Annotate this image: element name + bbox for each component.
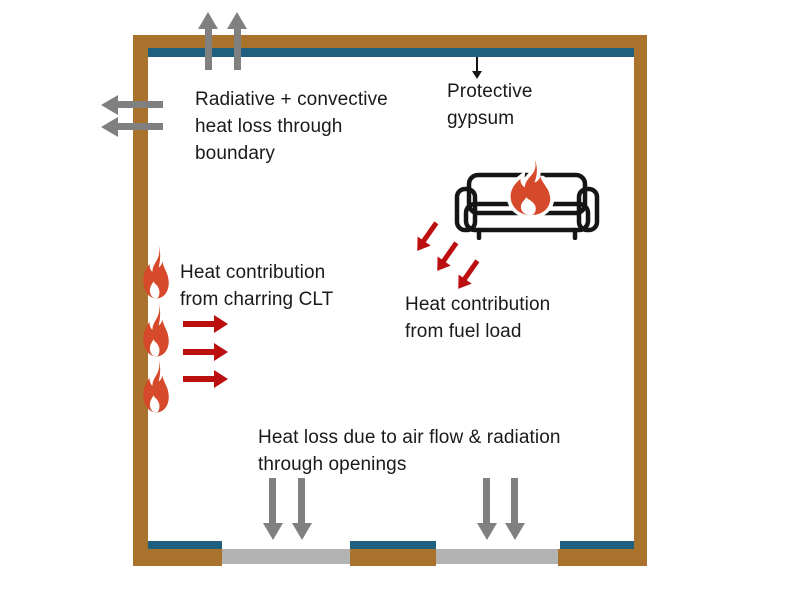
left-arrow-icon bbox=[101, 95, 163, 115]
down-left-arrow-icon bbox=[410, 218, 444, 256]
flame-icon bbox=[511, 159, 551, 216]
flame-icon bbox=[139, 301, 173, 359]
floor-gypsum-middle bbox=[350, 541, 436, 549]
left-arrow-icon bbox=[101, 117, 163, 137]
down-arrow-icon bbox=[505, 478, 525, 540]
up-arrow-icon bbox=[227, 12, 247, 70]
up-arrow-icon bbox=[198, 12, 218, 70]
down-arrow-icon bbox=[477, 478, 497, 540]
down-arrow-icon bbox=[292, 478, 312, 540]
flame-icon bbox=[139, 357, 173, 415]
fuel-load-heat-label: Heat contribution from fuel load bbox=[405, 294, 551, 342]
floor-gypsum-right bbox=[560, 541, 634, 549]
burning-sofa-icon bbox=[452, 156, 602, 240]
wall-left bbox=[133, 35, 148, 566]
charring-clt-heat-label: Heat contribution from charring CLT bbox=[180, 262, 334, 310]
right-arrow-icon bbox=[183, 343, 228, 361]
ceiling-gypsum-layer bbox=[148, 48, 634, 57]
right-arrow-icon bbox=[183, 370, 228, 388]
floor-gypsum-left bbox=[148, 541, 222, 549]
right-arrow-icon bbox=[183, 315, 228, 333]
down-arrow-icon bbox=[263, 478, 283, 540]
wall-bottom-left bbox=[133, 549, 222, 566]
boundary-heat-loss-label: Radiative + convective heat loss through… bbox=[195, 89, 388, 164]
wall-bottom-middle bbox=[350, 549, 436, 566]
flame-icon bbox=[139, 243, 173, 301]
opening-left bbox=[222, 549, 350, 564]
protective-gypsum-label: Protective gypsum bbox=[447, 81, 533, 129]
openings-heat-loss-label: Heat loss due to air flow & radiation th… bbox=[258, 427, 561, 475]
wall-top bbox=[133, 35, 647, 48]
down-left-arrow-icon bbox=[430, 238, 464, 276]
opening-right bbox=[436, 549, 558, 564]
down-arrow-icon bbox=[472, 57, 482, 79]
wall-bottom-right bbox=[558, 549, 647, 566]
wall-right bbox=[634, 35, 647, 566]
down-left-arrow-icon bbox=[451, 256, 485, 294]
